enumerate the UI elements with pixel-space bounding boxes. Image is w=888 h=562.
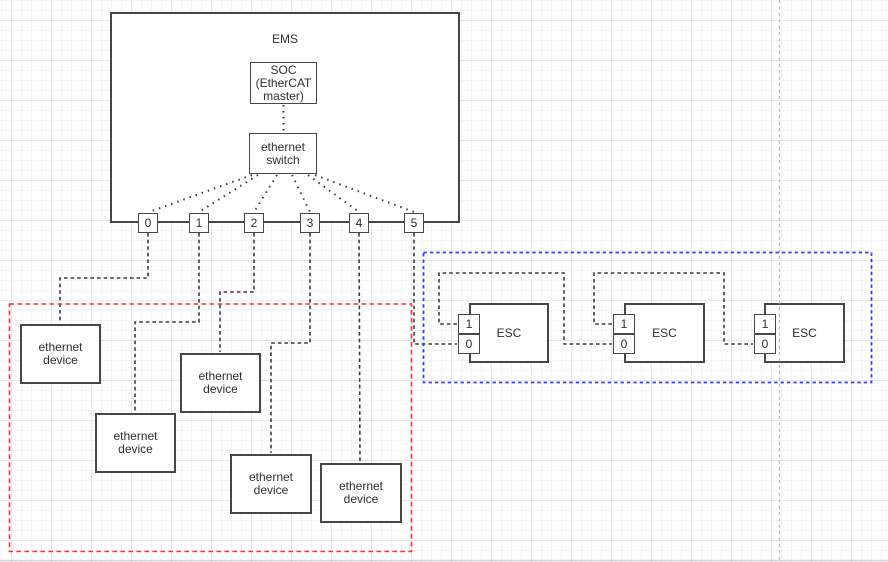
soc-label: SOC (EtherCAT master) (255, 62, 312, 103)
ems-container-box[interactable]: EMS (110, 12, 460, 223)
esc-box-3[interactable]: ESC (764, 303, 845, 363)
soc-ethercat-master-box[interactable]: SOC (EtherCAT master) (250, 62, 317, 104)
esc-label: ESC (792, 325, 817, 340)
switch-port-3[interactable]: 3 (300, 213, 320, 233)
ethernet-device-label: ethernet device (248, 470, 294, 497)
ethernet-device-label: ethernet device (38, 340, 83, 367)
esc-label: ESC (496, 325, 522, 340)
esc-box-2[interactable]: ESC (624, 303, 705, 363)
esc-label: ESC (652, 325, 677, 340)
esc-3-port-0[interactable]: 0 (754, 334, 776, 354)
ethernet-device-5[interactable]: ethernet device (320, 463, 402, 523)
ems-label: EMS (271, 32, 298, 46)
esc-1-port-1[interactable]: 1 (458, 314, 480, 334)
ethernet-device-1[interactable]: ethernet device (20, 324, 101, 384)
esc-2-port-0[interactable]: 0 (613, 334, 635, 354)
esc-3-port-1[interactable]: 1 (754, 314, 776, 334)
ethernet-switch-label: ethernet switch (260, 139, 306, 167)
switch-port-4[interactable]: 4 (349, 213, 369, 233)
ethernet-device-4[interactable]: ethernet device (230, 454, 312, 514)
ethernet-device-label: ethernet device (338, 479, 384, 506)
ethernet-device-label: ethernet device (198, 369, 243, 396)
ethernet-device-label: ethernet device (113, 429, 158, 456)
switch-port-1[interactable]: 1 (189, 213, 209, 233)
switch-port-0[interactable]: 0 (138, 213, 158, 233)
ethernet-switch-box[interactable]: ethernet switch (249, 133, 317, 174)
ethernet-device-3[interactable]: ethernet device (180, 353, 261, 413)
esc-2-port-1[interactable]: 1 (613, 314, 635, 334)
esc-box-1[interactable]: ESC (469, 303, 549, 363)
switch-port-2[interactable]: 2 (244, 213, 264, 233)
esc-1-port-0[interactable]: 0 (458, 334, 480, 354)
switch-port-5[interactable]: 5 (404, 213, 424, 233)
ethernet-device-2[interactable]: ethernet device (95, 413, 176, 473)
